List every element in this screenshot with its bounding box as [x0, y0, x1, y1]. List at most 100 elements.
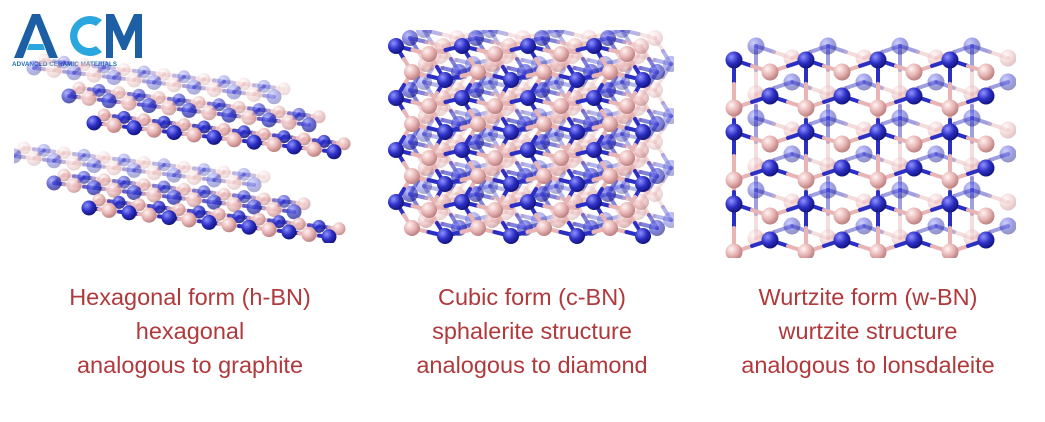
boron-atom	[536, 168, 552, 184]
boron-atom	[633, 90, 649, 106]
nitrogen-atom	[437, 176, 453, 192]
nitrogen-atom	[649, 168, 665, 184]
boron-atom	[619, 202, 635, 218]
nitrogen-atom	[663, 212, 674, 228]
nitrogen-atom	[520, 90, 536, 106]
nitrogen-atom	[161, 210, 177, 226]
boron-atom	[487, 98, 503, 114]
nitrogen-atom	[266, 89, 282, 105]
nitrogen-atom	[237, 167, 251, 181]
boron-atom	[999, 121, 1016, 139]
boron-atom	[761, 135, 779, 153]
nitrogen-atom	[833, 87, 851, 105]
boron-atom	[869, 99, 887, 117]
nitrogen-atom	[797, 195, 815, 213]
nitrogen-atom	[569, 124, 585, 140]
boron-atom	[177, 160, 191, 174]
nitrogen-atom	[126, 162, 142, 178]
nitrogen-atom	[503, 228, 519, 244]
boron-atom	[337, 137, 351, 151]
caption-analogue: analogous to lonsdaleite	[741, 352, 995, 378]
nitrogen-atom	[281, 224, 297, 240]
boron-atom	[647, 186, 663, 202]
boron-atom	[905, 63, 923, 81]
nitrogen-atom	[797, 123, 815, 141]
boron-atom	[602, 220, 618, 236]
nitrogen-atom	[14, 148, 22, 164]
boron-atom	[332, 222, 346, 236]
nitrogen-atom	[548, 30, 564, 38]
wurtzite-bn-structure	[725, 37, 1016, 258]
nitrogen-atom	[416, 30, 432, 38]
nitrogen-atom	[586, 142, 602, 158]
nitrogen-atom	[157, 158, 171, 172]
boron-atom	[146, 122, 162, 138]
nitrogen-atom	[663, 160, 674, 176]
boron-atom	[17, 141, 31, 155]
nitrogen-atom	[86, 180, 102, 196]
nitrogen-atom	[454, 38, 470, 54]
boron-atom	[905, 207, 923, 225]
nitrogen-atom	[869, 123, 887, 141]
boron-atom	[421, 202, 437, 218]
boron-atom	[186, 192, 202, 208]
nitrogen-atom	[747, 37, 765, 55]
nitrogen-atom	[454, 90, 470, 106]
nitrogen-atom	[520, 194, 536, 210]
boron-atom	[281, 114, 297, 130]
nitrogen-atom	[46, 175, 62, 191]
boron-atom	[106, 160, 122, 176]
nitrogen-atom	[905, 231, 923, 249]
nitrogen-atom	[86, 115, 102, 131]
boron-atom	[277, 82, 291, 96]
nitrogen-atom	[26, 60, 42, 76]
boron-atom	[725, 243, 743, 258]
nitrogen-atom	[61, 88, 77, 104]
boron-atom	[470, 116, 486, 132]
nitrogen-atom	[783, 73, 801, 91]
nitrogen-atom	[257, 79, 271, 93]
nitrogen-atom	[482, 178, 498, 194]
nitrogen-atom	[468, 186, 484, 202]
nitrogen-atom	[869, 51, 887, 69]
nitrogen-atom	[206, 129, 222, 145]
boron-atom	[404, 116, 420, 132]
boron-atom	[81, 90, 97, 106]
caption-analogue: analogous to graphite	[76, 352, 304, 378]
nitrogen-atom	[81, 200, 97, 216]
boron-atom	[941, 171, 959, 189]
nitrogen-atom	[819, 181, 837, 199]
nitrogen-atom	[321, 229, 337, 243]
nitrogen-atom	[286, 204, 302, 220]
boron-atom	[553, 98, 569, 114]
boron-atom	[797, 99, 815, 117]
nitrogen-atom	[57, 55, 71, 69]
nitrogen-atom	[761, 87, 779, 105]
nitrogen-atom	[46, 153, 62, 169]
nitrogen-atom	[600, 186, 616, 202]
nitrogen-atom	[126, 185, 142, 201]
caption-structure: wurtzite structure	[778, 318, 958, 344]
boron-atom	[797, 171, 815, 189]
boron-atom	[633, 38, 649, 54]
nitrogen-atom	[437, 228, 453, 244]
nitrogen-atom	[649, 220, 665, 236]
boron-atom	[66, 155, 82, 171]
nitrogen-atom	[503, 72, 519, 88]
nitrogen-atom	[747, 181, 765, 199]
caption-title: Wurtzite form (w-BN)	[758, 284, 978, 310]
boron-atom	[261, 222, 277, 238]
boron-atom	[869, 171, 887, 189]
boron-atom	[647, 30, 663, 46]
nitrogen-atom	[482, 74, 498, 90]
nitrogen-atom	[402, 82, 418, 98]
boron-atom	[186, 170, 202, 186]
nitrogen-atom	[586, 38, 602, 54]
boron-atom	[297, 197, 311, 211]
nitrogen-atom	[388, 90, 404, 106]
nitrogen-atom	[117, 153, 131, 167]
boron-atom	[977, 207, 995, 225]
boron-atom	[86, 67, 102, 83]
boron-atom	[241, 110, 257, 126]
hexagonal-bn-structure	[14, 53, 351, 243]
